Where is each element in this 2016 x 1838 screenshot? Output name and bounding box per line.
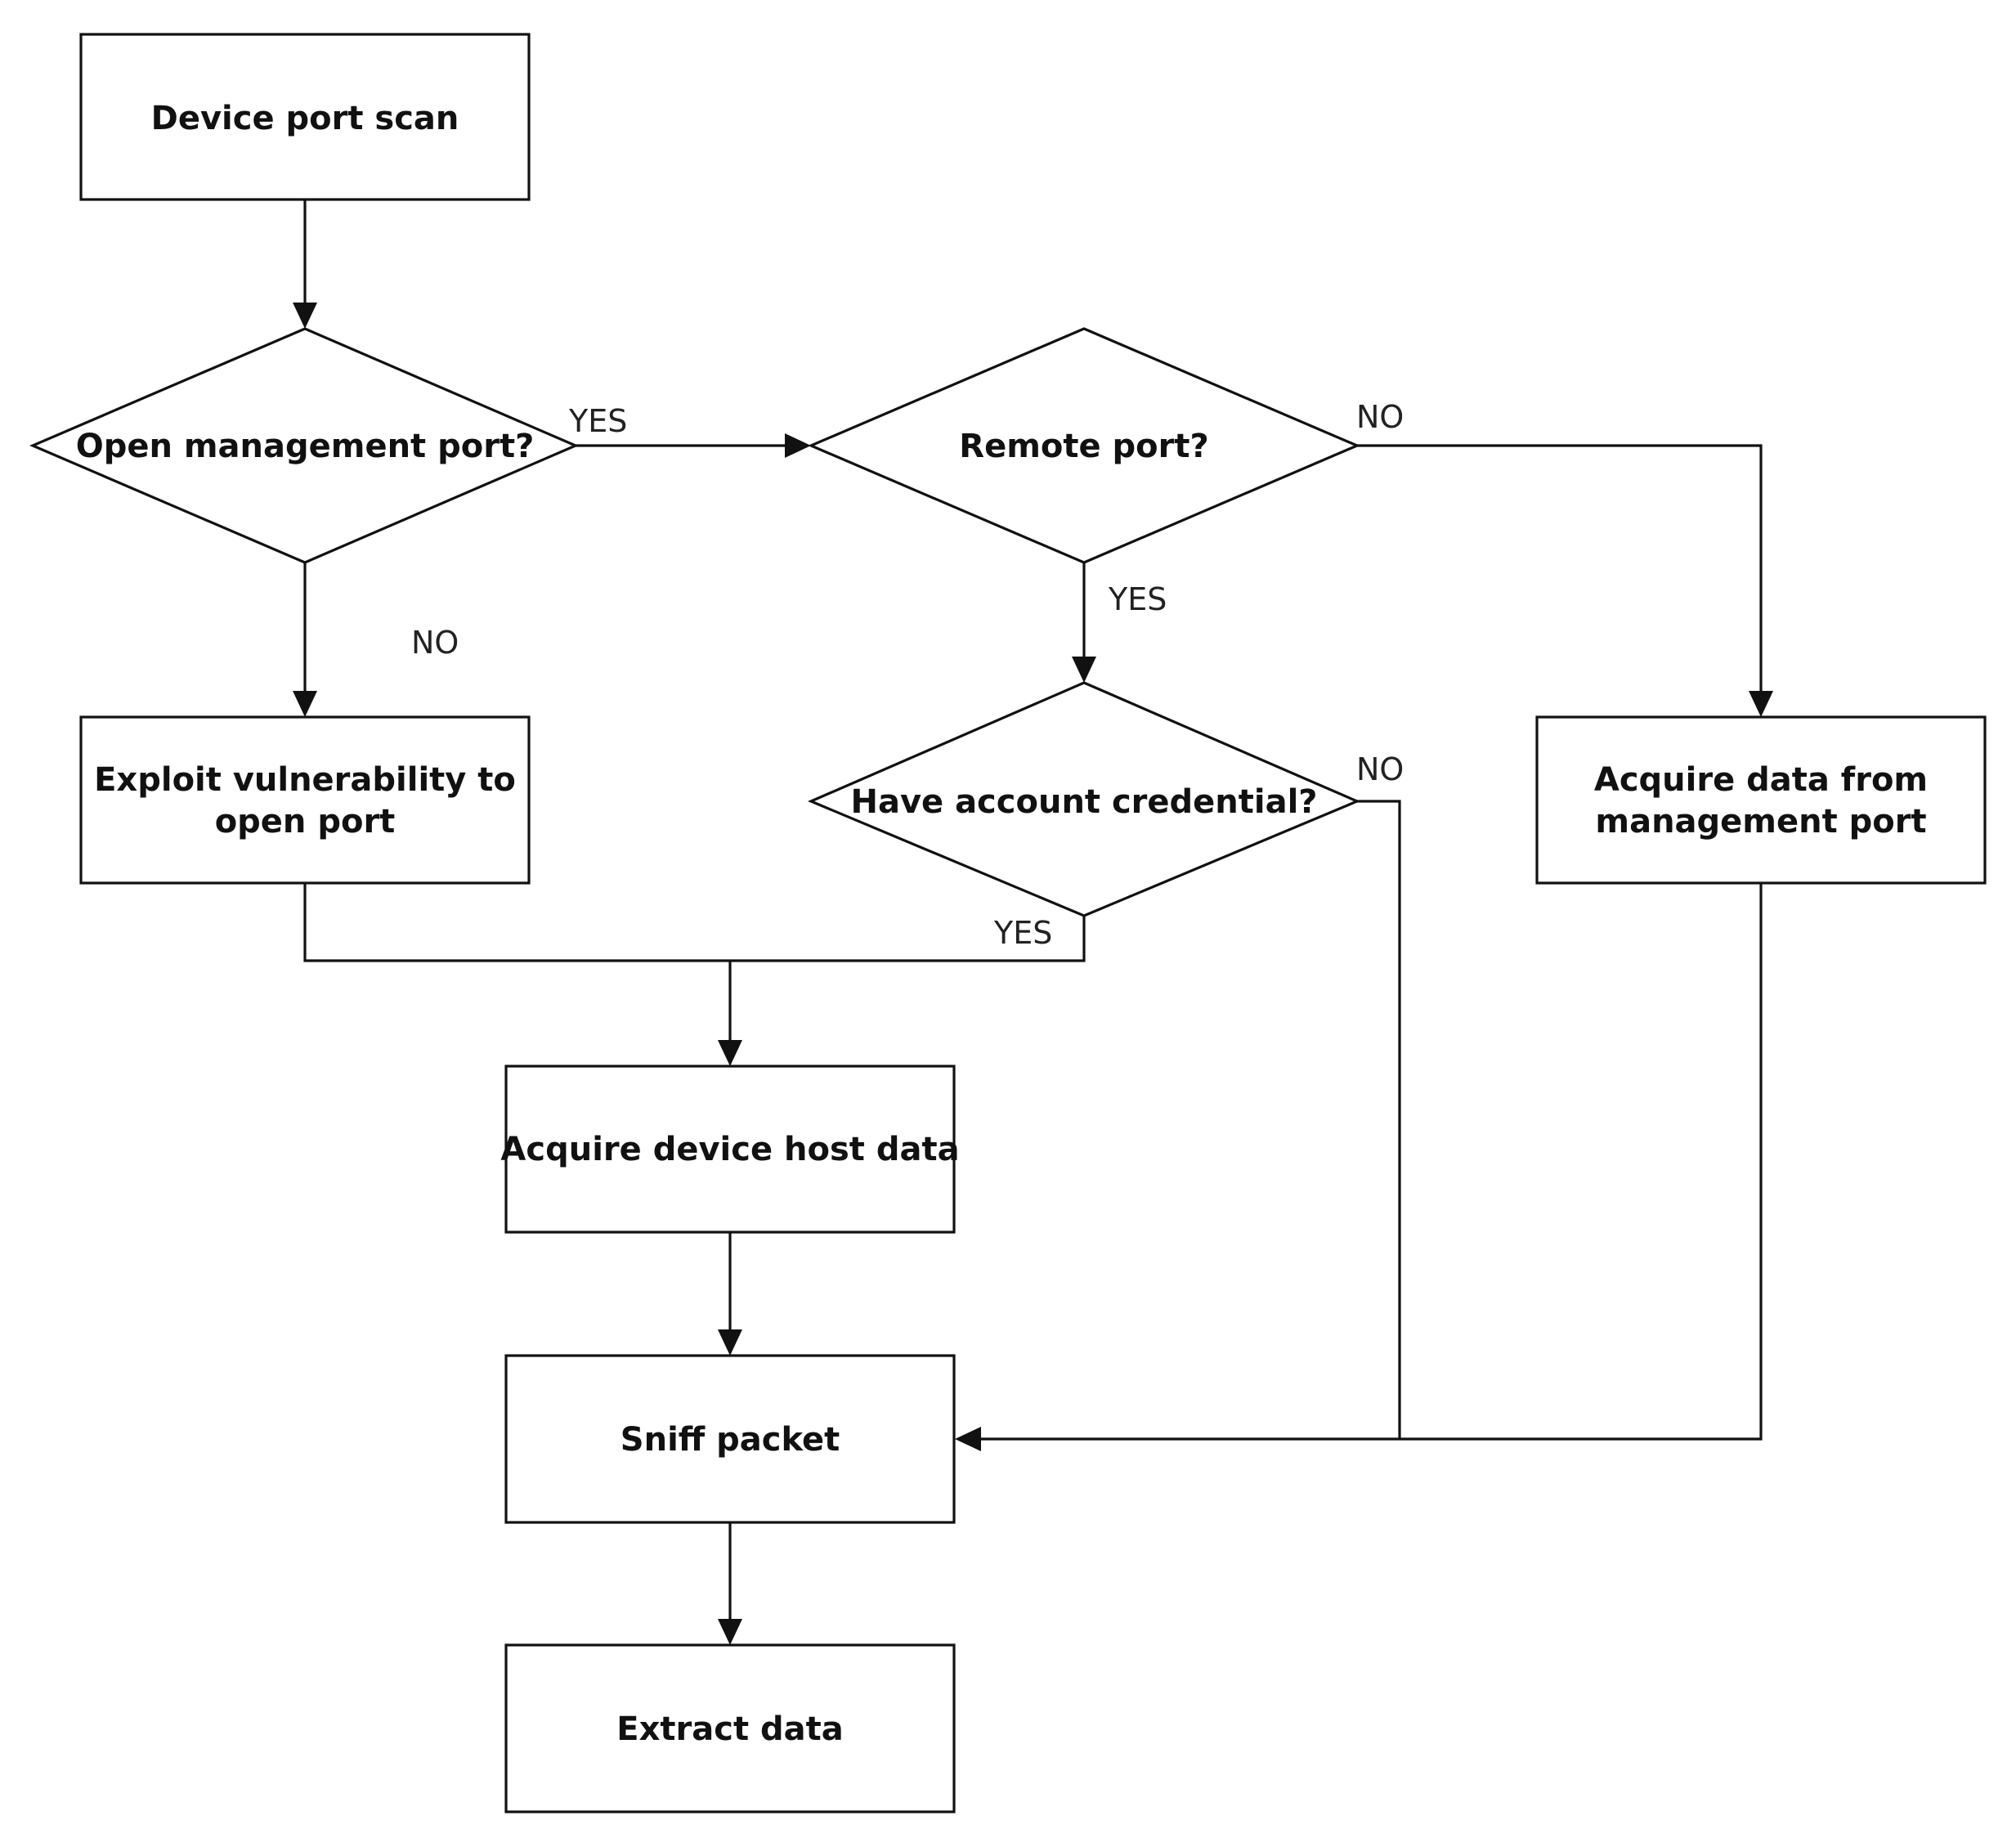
connectors xyxy=(293,199,1773,1645)
node-label-line-1: Acquire data from xyxy=(1594,761,1928,799)
node-label: Open management port? xyxy=(76,428,535,465)
decision-open-management-port: Open management port? xyxy=(29,327,580,564)
edge-exploit-to-merge xyxy=(303,883,1086,962)
node-extract-data: Extract data xyxy=(504,1643,956,1813)
node-label-line-2: management port xyxy=(1595,803,1926,841)
edge-remote-no xyxy=(1357,444,1763,691)
node-sniff-packet: Sniff packet xyxy=(504,1354,956,1524)
node-label: Extract data xyxy=(616,1710,843,1748)
arrowhead-host-data xyxy=(718,1040,742,1066)
arrowhead-remote-port xyxy=(785,433,811,458)
arrowhead-sniff-from-right xyxy=(955,1427,981,1451)
node-device-port-scan: Device port scan xyxy=(79,33,531,201)
edge-acquire-management-to-sniff xyxy=(981,883,1763,1441)
decision-have-account-credential: Have account credential? xyxy=(807,681,1361,917)
node-label-line-2: open port xyxy=(215,803,396,841)
label-open-management-no: NO xyxy=(411,625,459,661)
node-exploit-vulnerability: Exploit vulnerability to open port xyxy=(79,715,531,885)
arrowhead-acquire-management xyxy=(1749,691,1773,717)
edge-credential-no xyxy=(1357,800,1401,1439)
node-acquire-management-data: Acquire data from management port xyxy=(1535,715,1987,885)
decision-remote-port: Remote port? xyxy=(807,327,1361,564)
arrowhead-exploit xyxy=(293,691,317,717)
label-remote-yes: YES xyxy=(1108,581,1167,617)
label-open-management-yes: YES xyxy=(568,403,627,439)
arrowhead-open-management xyxy=(293,303,317,329)
label-credential-yes: YES xyxy=(993,915,1052,951)
node-label: Have account credential? xyxy=(850,783,1317,821)
node-label: Remote port? xyxy=(959,428,1208,465)
node-acquire-device-host-data: Acquire device host data xyxy=(500,1065,960,1234)
arrowhead-sniff-from-host xyxy=(718,1329,742,1356)
node-label: Sniff packet xyxy=(620,1421,840,1459)
label-remote-no: NO xyxy=(1356,399,1404,435)
node-label: Acquire device host data xyxy=(500,1131,959,1168)
arrowhead-credential xyxy=(1072,657,1096,683)
node-label: Device port scan xyxy=(151,100,459,137)
node-label-line-1: Exploit vulnerability to xyxy=(94,761,516,799)
edge-labels: YES NO NO YES NO YES xyxy=(411,399,1404,951)
arrowhead-extract xyxy=(718,1619,742,1645)
label-credential-no: NO xyxy=(1356,751,1404,787)
